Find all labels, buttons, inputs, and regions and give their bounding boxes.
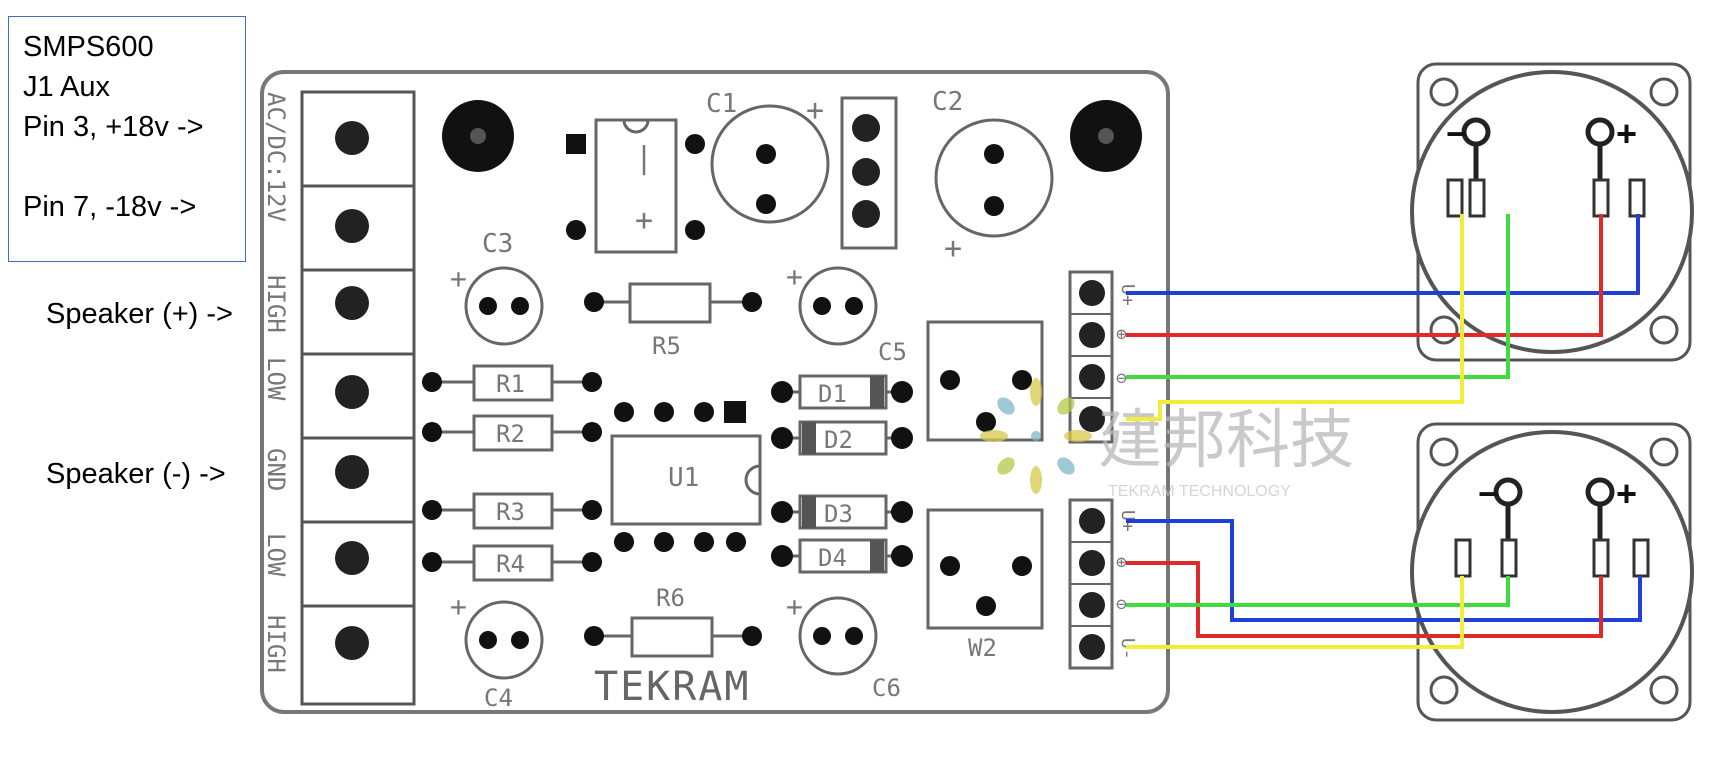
output-terminal-block-1	[1068, 270, 1114, 444]
note-pin3: Pin 3, +18v ->	[23, 111, 204, 143]
rectifier-pin-one-mark: |	[635, 141, 653, 176]
resistor-r5: R5	[584, 282, 762, 360]
resistor-r3: R3	[422, 492, 602, 530]
mounting-hole	[470, 128, 486, 144]
c3-plus: +	[450, 262, 467, 295]
capacitor-top-right: +	[786, 260, 878, 346]
three-pin-header	[840, 96, 898, 250]
terminal-label-high-2: HIGH	[262, 615, 290, 673]
rectifier-plus: +	[635, 203, 653, 238]
d1-label: D1	[818, 380, 847, 408]
note-spacer	[23, 147, 245, 187]
terminal-screw	[335, 541, 369, 575]
c4-label: C4	[484, 684, 513, 712]
d4-label: D4	[818, 544, 847, 572]
wire-green-top	[1126, 214, 1510, 379]
watermark-english: TEKRAM TECHNOLOGY	[1108, 483, 1291, 500]
diode-d2: D2	[771, 420, 913, 456]
terminal-screw	[335, 286, 369, 320]
terminal-screw	[335, 455, 369, 489]
potentiometer-w1	[926, 320, 1044, 442]
resistor-r6: R6	[584, 584, 762, 658]
r3-label: R3	[496, 498, 525, 526]
diode-d4: D4	[771, 538, 913, 574]
terminal-label-gnd: GND	[262, 448, 290, 491]
diode-d1: D1 C5	[771, 338, 913, 410]
r6-label: R6	[656, 584, 685, 612]
resistor-r2: R2	[422, 414, 602, 452]
wire-red-top	[1126, 214, 1603, 337]
speaker-top: − +	[1410, 62, 1694, 362]
out2-plus: ⊕	[1116, 552, 1127, 573]
wire-green-bottom	[1126, 576, 1510, 607]
terminal-label-low-2: LOW	[262, 533, 290, 577]
c6-plus: +	[786, 590, 803, 623]
watermark-logo-icon	[980, 378, 1092, 494]
note-title: SMPS600	[23, 31, 154, 63]
c4-plus: +	[450, 590, 467, 623]
out1-minus: ⊖	[1116, 368, 1127, 389]
watermark: 建邦科技 TEKRAM TECHNOLOGY	[980, 378, 1354, 500]
c1-plus: +	[806, 93, 824, 128]
capacitor-c3: C3 +	[450, 229, 544, 346]
speaker-bottom-minus: −	[1478, 473, 1499, 514]
speaker-plus-label: Speaker (+) ->	[46, 298, 233, 330]
terminal-screw	[335, 626, 369, 660]
wire-blue-top	[1126, 214, 1640, 295]
c1-label: C1	[706, 89, 737, 119]
terminal-label-low: LOW	[262, 357, 290, 401]
c5-label: C5	[878, 338, 907, 366]
mounting-hole	[1098, 128, 1114, 144]
potentiometer-w2: W2	[926, 508, 1044, 662]
resistor-r1: R1	[422, 364, 602, 402]
capacitor-c2: C2 +	[932, 87, 1054, 266]
capacitor-c1: C1 +	[706, 89, 830, 224]
watermark-chinese: 建邦科技	[1098, 404, 1354, 478]
speaker-minus-label: Speaker (-) ->	[46, 458, 226, 490]
diode-d3: D3	[771, 494, 913, 530]
power-note-box: SMPS600 J1 Aux Pin 3, +18v -> Pin 7, -18…	[8, 16, 246, 262]
c2-plus: +	[944, 231, 962, 266]
resistor-r4: R4	[422, 544, 602, 582]
speaker-bottom-plus: +	[1616, 473, 1637, 514]
out2-minus: ⊖	[1116, 594, 1127, 615]
d3-label: D3	[824, 500, 853, 528]
output-terminal-block-2	[1068, 498, 1114, 670]
capacitor-c4: C4 +	[450, 590, 544, 712]
speaker-top-minus: −	[1446, 113, 1467, 154]
board-brand: TEKRAM	[594, 664, 751, 710]
c3-label: C3	[482, 229, 513, 259]
r1-label: R1	[496, 370, 525, 398]
r2-label: R2	[496, 420, 525, 448]
ic-u1: U1	[610, 401, 762, 552]
out1-plus: ⊕	[1116, 324, 1127, 345]
note-connector: J1 Aux	[23, 71, 111, 103]
cap-plus: +	[786, 260, 803, 293]
c6-label: C6	[872, 674, 901, 702]
terminal-screw	[335, 375, 369, 409]
d2-label: D2	[824, 426, 853, 454]
wire-yellow-top	[1126, 214, 1464, 421]
wires	[1126, 214, 1642, 649]
r4-label: R4	[496, 550, 525, 578]
u1-label: U1	[668, 463, 699, 493]
input-terminal-block	[300, 90, 416, 706]
terminal-label-high: HIGH	[262, 275, 290, 333]
terminal-label-power: AC/DC:12V	[262, 92, 290, 222]
wire-red-bottom	[1126, 561, 1603, 638]
r5-label: R5	[652, 332, 681, 360]
note-pin7: Pin 7, -18v ->	[23, 191, 197, 223]
speaker-top-plus: +	[1616, 113, 1637, 154]
wire-blue-bottom	[1126, 519, 1642, 622]
rectifier-component: | +	[566, 118, 705, 254]
capacitor-c6: C6 +	[786, 590, 901, 702]
c2-label: C2	[932, 87, 963, 117]
terminal-screw	[335, 209, 369, 243]
w2-label: W2	[968, 634, 997, 662]
wire-yellow-bottom	[1126, 576, 1464, 649]
speaker-bottom: − +	[1410, 422, 1694, 722]
terminal-screw	[335, 121, 369, 155]
